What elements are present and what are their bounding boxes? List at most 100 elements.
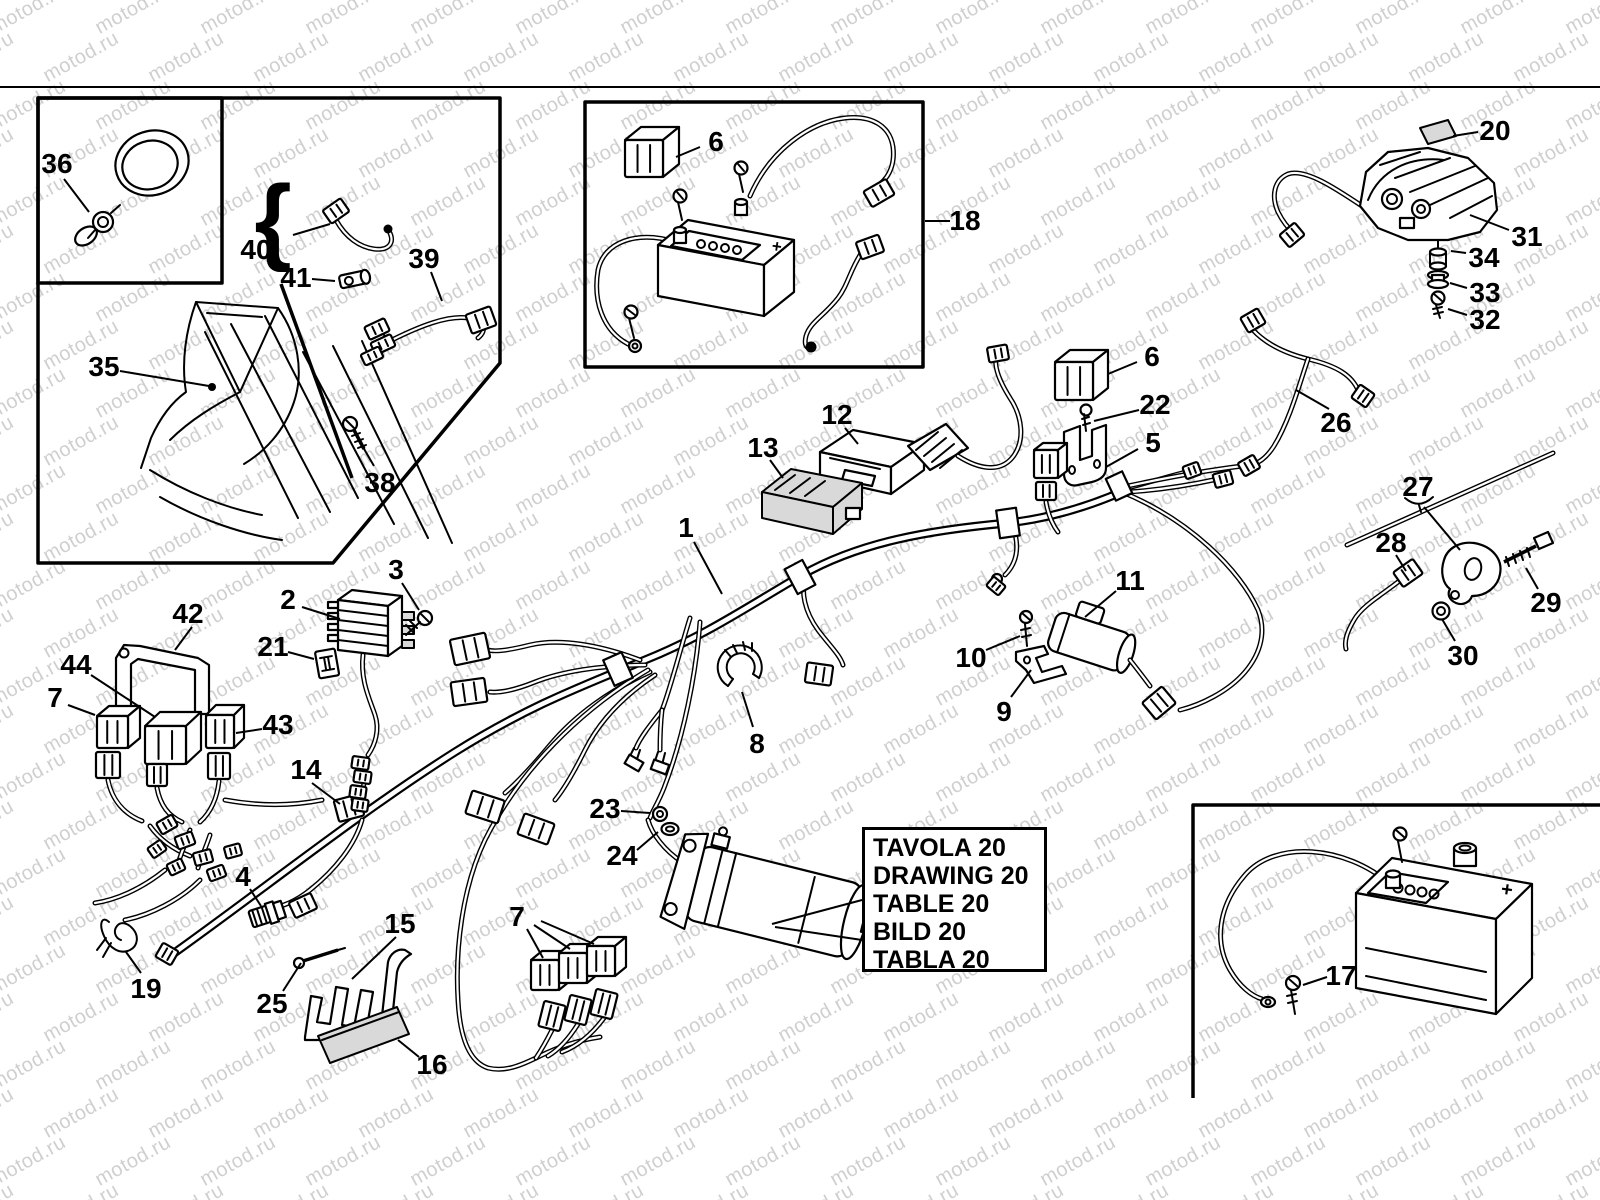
connector-block — [1141, 685, 1177, 721]
clamp-19 — [96, 918, 138, 958]
screw-3 — [405, 609, 434, 636]
relay-cube — [623, 125, 681, 179]
pad-16 — [317, 1006, 410, 1064]
tail-light — [1271, 119, 1499, 319]
connector-block — [146, 839, 168, 859]
nut-30 — [1431, 601, 1451, 621]
part-label-10: 10 — [955, 642, 986, 673]
leader-line — [1295, 389, 1330, 410]
part-label-22: 22 — [1139, 389, 1170, 420]
leader-line — [125, 951, 142, 974]
leader-line — [844, 427, 859, 445]
connector-block — [1278, 222, 1306, 248]
relay-cube — [143, 710, 203, 766]
part-label-40: 40 — [240, 234, 271, 265]
connector-block — [1211, 469, 1235, 489]
leader-line — [1469, 214, 1510, 231]
part-label-41: 41 — [280, 262, 311, 293]
relay-cube — [585, 935, 628, 978]
part-label-11: 11 — [1115, 565, 1145, 596]
part-label-14: 14 — [290, 754, 322, 785]
part-label-33: 33 — [1469, 277, 1500, 308]
leader-line — [401, 582, 420, 611]
part-label-6: 6 — [708, 126, 724, 157]
leader-line — [769, 459, 784, 479]
leader-line — [249, 888, 262, 907]
connector-block — [1237, 454, 1261, 477]
leader-line — [540, 920, 595, 945]
leader-line — [1450, 250, 1467, 254]
connector-block — [1181, 461, 1203, 480]
leader-line — [292, 223, 331, 236]
leader-line — [235, 728, 263, 734]
leader-line — [287, 651, 315, 660]
main-harness — [165, 463, 1265, 1072]
reference-line: TABLE 20 — [873, 890, 990, 918]
connector-block — [223, 842, 243, 860]
part-label-18: 18 — [949, 205, 980, 236]
leader-line — [359, 441, 375, 467]
leader-line — [119, 370, 210, 387]
connector-block — [322, 197, 350, 225]
connector-block — [986, 343, 1010, 364]
horn-body — [1441, 541, 1502, 606]
leader-line — [771, 899, 863, 925]
part-label-36: 36 — [41, 148, 72, 179]
washer-24 — [660, 821, 680, 837]
part-label-31: 31 — [1511, 221, 1542, 252]
leader-line — [1105, 448, 1139, 468]
connector-block — [363, 317, 391, 341]
part-label-32: 32 — [1469, 304, 1500, 335]
part-label-1: 1 — [678, 512, 694, 543]
ignition-coil-11 — [1047, 600, 1153, 689]
bulb-41 — [338, 268, 372, 290]
connector-block — [145, 762, 169, 788]
leader-line — [1395, 554, 1407, 572]
connector-block — [94, 750, 122, 780]
leader-line — [985, 635, 1021, 651]
connector-block — [464, 305, 498, 335]
connector-block — [348, 784, 368, 800]
leader-line — [282, 962, 302, 992]
harness-tape-bands — [602, 470, 1134, 687]
bolt-29 — [1503, 530, 1555, 567]
part-label-5: 5 — [1145, 427, 1161, 458]
screw-38 — [341, 415, 367, 450]
leader-line — [636, 831, 659, 851]
part-label-44: 44 — [60, 649, 92, 680]
part-label-19: 19 — [130, 973, 161, 1004]
part-label-4: 4 — [235, 861, 251, 892]
relay-cube — [1032, 441, 1069, 480]
connector-block — [350, 755, 371, 771]
leader-line — [526, 928, 544, 959]
part-label-6: 6 — [1144, 341, 1160, 372]
part-label-43: 43 — [262, 709, 293, 740]
part-label-39: 39 — [408, 243, 439, 274]
reference-line: TAVOLA 20 — [873, 834, 1006, 862]
leader-line — [741, 691, 754, 728]
leader-line — [1452, 131, 1479, 137]
fairing-sketch — [140, 301, 453, 544]
leader-line — [1084, 590, 1117, 618]
relay-cube — [1053, 348, 1110, 402]
part-label-7: 7 — [47, 682, 63, 713]
connector-block — [1350, 383, 1376, 409]
labels-layer: 1234566778910111213141516171819202122232… — [41, 115, 1561, 1080]
connector-block — [155, 814, 179, 835]
connector-block — [173, 830, 197, 851]
part-label-16: 16 — [416, 1049, 447, 1080]
connector-block — [288, 892, 318, 919]
connector-block — [359, 345, 385, 367]
harness-26 — [1250, 327, 1361, 467]
pad-20 — [1419, 119, 1457, 145]
connector-block — [191, 848, 215, 867]
nut-23 — [651, 805, 669, 823]
relay-small — [1043, 499, 1061, 535]
connector-block — [464, 789, 506, 825]
leader-line — [1447, 308, 1468, 316]
part-label-7: 7 — [509, 901, 525, 932]
connector-block — [589, 988, 619, 1020]
leader-line — [301, 606, 341, 620]
leader-line — [1441, 618, 1456, 642]
